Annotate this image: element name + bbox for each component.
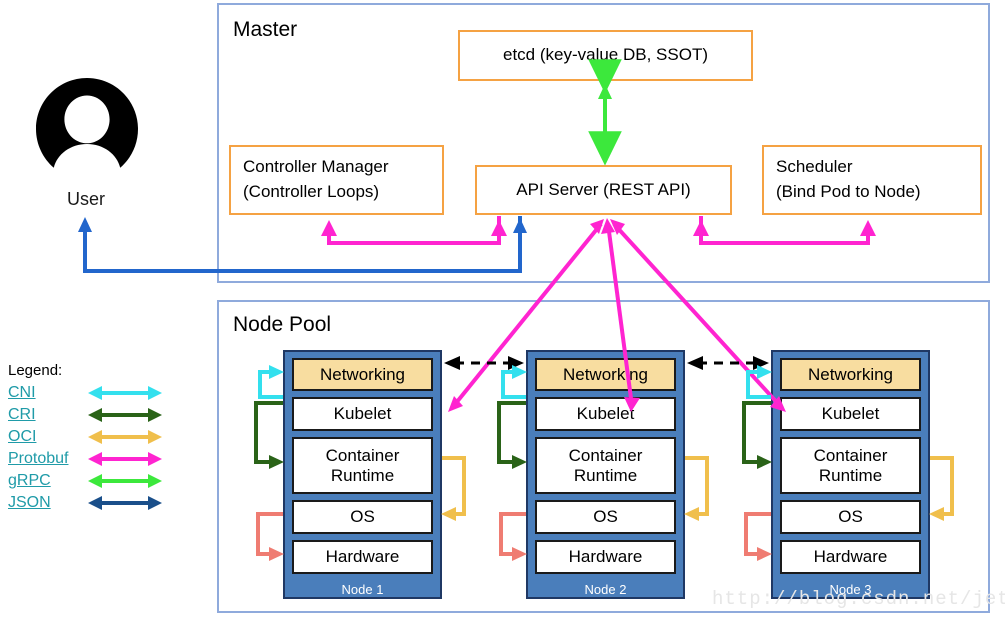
node-3-row-os[interactable]: OS (780, 500, 921, 534)
node-pool-group-frame (217, 300, 990, 613)
legend-swatch-protobuf (88, 452, 162, 466)
node-pool-group-title: Node Pool (233, 313, 332, 336)
node-1[interactable]: Networking Kubelet Container Runtime OS … (283, 350, 442, 599)
node-2-row-hardware[interactable]: Hardware (535, 540, 676, 574)
legend-label-grpc: gRPC (8, 472, 51, 489)
legend-row-cri: CRI (8, 404, 164, 426)
node-1-row-networking[interactable]: Networking (292, 358, 433, 391)
user-caption: User (66, 189, 105, 209)
node-2-row-kubelet[interactable]: Kubelet (535, 397, 676, 431)
legend-swatch-oci (88, 430, 162, 444)
controller-manager-label: Controller Manager (Controller Loops) (243, 157, 389, 201)
node-3-row-container-runtime[interactable]: Container Runtime (780, 437, 921, 494)
node-3-row-hardware[interactable]: Hardware (780, 540, 921, 574)
node-2[interactable]: Networking Kubelet Container Runtime OS … (526, 350, 685, 599)
node-1-row-kubelet[interactable]: Kubelet (292, 397, 433, 431)
legend: Legend: CNI CRI OCI (8, 362, 164, 514)
legend-label-cni: CNI (8, 384, 36, 401)
etcd-label: etcd (key-value DB, SSOT) (502, 45, 708, 65)
node-1-row-hardware[interactable]: Hardware (292, 540, 433, 574)
legend-swatch-grpc (88, 474, 162, 488)
controller-manager-box[interactable]: Controller Manager (Controller Loops) (229, 145, 444, 215)
legend-row-cni: CNI (8, 382, 164, 404)
legend-row-protobuf: Protobuf (8, 448, 164, 470)
legend-label-cri: CRI (8, 406, 36, 423)
node-3-name: Node 3 (829, 582, 872, 597)
user-avatar (35, 78, 139, 185)
legend-swatch-cri (88, 408, 162, 422)
master-group-frame (217, 3, 990, 283)
legend-label-json: JSON (8, 494, 51, 511)
node-1-name: Node 1 (341, 582, 384, 597)
legend-row-json: JSON (8, 492, 164, 514)
user-avatar-icon (36, 78, 138, 168)
node-2-row-networking[interactable]: Networking (535, 358, 676, 391)
legend-row-grpc: gRPC (8, 470, 164, 492)
node-2-name: Node 2 (584, 582, 627, 597)
node-2-row-os[interactable]: OS (535, 500, 676, 534)
api-server-label: API Server (REST API) (516, 179, 691, 199)
master-group-title: Master (233, 18, 298, 41)
legend-title: Legend: (8, 362, 63, 379)
legend-swatch-json (88, 496, 162, 510)
node-3[interactable]: Networking Kubelet Container Runtime OS … (771, 350, 930, 599)
node-3-row-kubelet[interactable]: Kubelet (780, 397, 921, 431)
legend-row-oci: OCI (8, 426, 164, 448)
legend-swatch-cni (88, 386, 162, 400)
node-1-row-container-runtime[interactable]: Container Runtime (292, 437, 433, 494)
etcd-box[interactable]: etcd (key-value DB, SSOT) (458, 30, 753, 81)
scheduler-label: Scheduler (Bind Pod to Node) (776, 157, 921, 201)
legend-label-oci: OCI (8, 428, 37, 445)
scheduler-box[interactable]: Scheduler (Bind Pod to Node) (762, 145, 982, 215)
node-1-row-os[interactable]: OS (292, 500, 433, 534)
node-3-row-networking[interactable]: Networking (780, 358, 921, 391)
api-server-box[interactable]: API Server (REST API) (475, 165, 732, 215)
node-2-row-container-runtime[interactable]: Container Runtime (535, 437, 676, 494)
watermark: http://blog.csdn.net/jettery (712, 588, 1005, 610)
legend-label-protobuf: Protobuf (8, 450, 69, 467)
